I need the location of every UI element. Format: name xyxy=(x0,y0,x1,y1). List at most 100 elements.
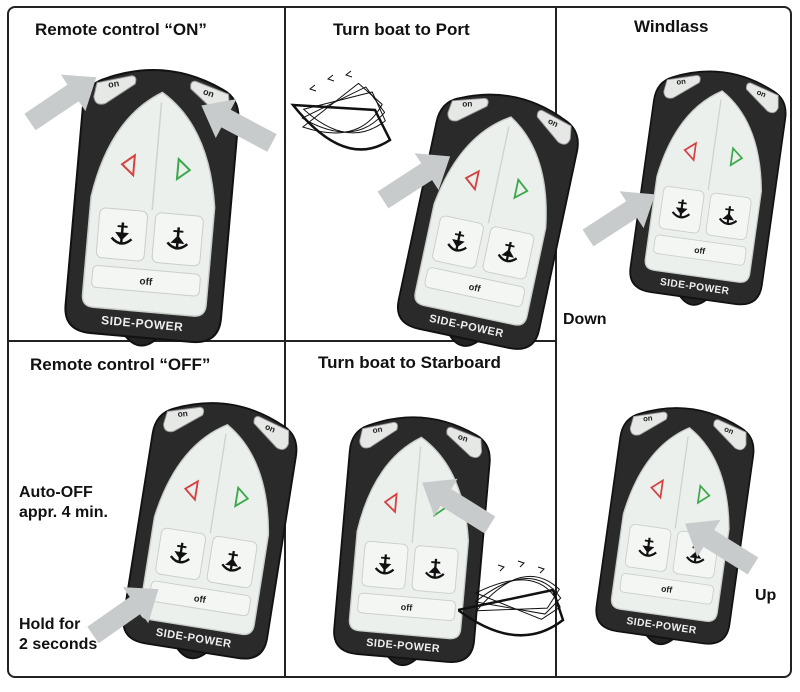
anchor-down-icon xyxy=(169,542,190,564)
brand-label: SIDE-POWER xyxy=(101,313,184,334)
starboard-arrow-icon xyxy=(696,483,711,505)
hold-text-line1: Hold for xyxy=(19,616,81,633)
port-button[interactable] xyxy=(650,478,664,500)
svg-text:off: off xyxy=(400,602,413,613)
starboard-button[interactable] xyxy=(234,485,250,508)
port-arrow-icon xyxy=(650,478,664,500)
on-button-left[interactable]: on xyxy=(163,402,205,436)
remote-graphic: on on xyxy=(64,69,240,347)
anchor-down-icon xyxy=(671,199,691,219)
label-down: Down xyxy=(563,311,607,328)
svg-text:on: on xyxy=(643,413,654,423)
svg-text:on: on xyxy=(372,425,383,435)
on-button-left[interactable]: on xyxy=(663,71,701,102)
anchor-down-button[interactable] xyxy=(361,540,409,590)
svg-text:off: off xyxy=(661,583,673,594)
svg-text:off: off xyxy=(694,245,706,256)
remote-graphic: on on xyxy=(595,407,755,645)
svg-text:off: off xyxy=(468,282,482,294)
svg-text:off: off xyxy=(193,593,207,605)
divider-vertical-left xyxy=(284,6,286,678)
label-up: Up xyxy=(755,587,777,604)
panel-title-starboard: Turn boat to Starboard xyxy=(318,353,501,372)
divider-vertical-right xyxy=(555,6,557,678)
anchor-down-icon xyxy=(447,231,467,252)
anchor-up-button[interactable] xyxy=(482,226,535,280)
on-button-left[interactable]: on xyxy=(446,91,489,127)
remote-on-panel: on on xyxy=(39,54,264,370)
svg-text:on: on xyxy=(755,88,767,100)
anchor-down-button[interactable] xyxy=(95,207,149,262)
diagram-frame xyxy=(7,6,792,678)
on-button-left[interactable]: on xyxy=(359,420,398,451)
off-button[interactable]: off xyxy=(424,267,526,307)
panel-title-port: Turn boat to Port xyxy=(333,20,470,39)
off-button[interactable]: off xyxy=(357,592,456,622)
remote-windlass-top: on on xyxy=(606,54,800,330)
on-button-right[interactable]: on xyxy=(445,426,484,459)
port-button[interactable] xyxy=(383,492,398,514)
off-button[interactable]: off xyxy=(619,573,714,605)
port-arrow-icon xyxy=(383,492,398,514)
anchor-down-button[interactable] xyxy=(658,186,705,234)
starboard-arrow-icon xyxy=(513,177,529,200)
svg-text:on: on xyxy=(723,424,735,436)
face-divider xyxy=(707,99,722,191)
starboard-arrow-icon xyxy=(175,156,192,182)
face-divider xyxy=(209,433,227,534)
auto-off-time: appr. 4 min. xyxy=(19,504,108,521)
anchor-up-icon xyxy=(497,241,518,263)
svg-text:on: on xyxy=(264,421,277,434)
anchor-down-button[interactable] xyxy=(624,524,672,572)
anchor-up-icon xyxy=(166,227,189,250)
anchor-down-icon xyxy=(374,554,395,575)
face-divider xyxy=(487,125,510,224)
anchor-down-button[interactable] xyxy=(155,527,206,581)
on-button-right[interactable]: on xyxy=(711,419,749,451)
off-button[interactable]: off xyxy=(91,264,201,297)
remote-windlass-bottom: on on xyxy=(572,390,778,669)
svg-text:on: on xyxy=(177,408,188,419)
starboard-button[interactable] xyxy=(513,177,529,200)
anchor-up-button[interactable] xyxy=(151,212,204,267)
anchor-down-icon xyxy=(638,537,657,557)
starboard-button[interactable] xyxy=(696,483,711,505)
on-button-right[interactable]: on xyxy=(532,109,574,146)
hold-text-line2: 2 seconds xyxy=(19,636,98,653)
boat-turn-starboard xyxy=(458,560,565,637)
label-hold: Hold for 2 seconds xyxy=(19,615,97,655)
anchor-up-button[interactable] xyxy=(206,535,258,589)
svg-text:on: on xyxy=(676,77,687,87)
starboard-button[interactable] xyxy=(175,156,192,182)
label-auto-off: Auto-OFF appr. 4 min. xyxy=(19,483,108,523)
port-arrow-icon xyxy=(464,169,481,192)
port-arrow-icon xyxy=(183,479,200,502)
starboard-arrow-icon xyxy=(234,485,250,508)
svg-text:off: off xyxy=(139,276,153,288)
anchor-up-button[interactable] xyxy=(411,545,459,594)
on-button-right[interactable]: on xyxy=(250,416,292,450)
remote-graphic: on on xyxy=(629,70,787,306)
port-button[interactable] xyxy=(464,169,481,192)
anchor-up-button[interactable] xyxy=(672,530,720,579)
svg-text:on: on xyxy=(457,432,469,444)
anchor-down-button[interactable] xyxy=(432,215,485,269)
port-arrow-icon xyxy=(120,153,137,178)
port-button[interactable] xyxy=(183,479,200,502)
panel-title-off: Remote control “OFF” xyxy=(30,355,211,374)
starboard-arrow-icon xyxy=(729,146,744,167)
anchor-up-icon xyxy=(221,550,242,572)
boat-turn-port xyxy=(290,70,392,151)
anchor-up-button[interactable] xyxy=(705,192,752,241)
anchor-up-icon xyxy=(718,206,738,226)
port-button[interactable] xyxy=(683,141,698,162)
anchor-up-icon xyxy=(425,558,445,579)
on-button-right[interactable]: on xyxy=(743,82,781,114)
on-button-left[interactable]: on xyxy=(629,408,668,439)
port-arrow-icon xyxy=(683,141,698,162)
port-button[interactable] xyxy=(120,153,137,178)
starboard-button[interactable] xyxy=(729,146,744,167)
panel-title-on: Remote control “ON” xyxy=(35,20,207,39)
svg-text:on: on xyxy=(462,99,472,108)
auto-off-text: Auto-OFF xyxy=(19,484,93,501)
